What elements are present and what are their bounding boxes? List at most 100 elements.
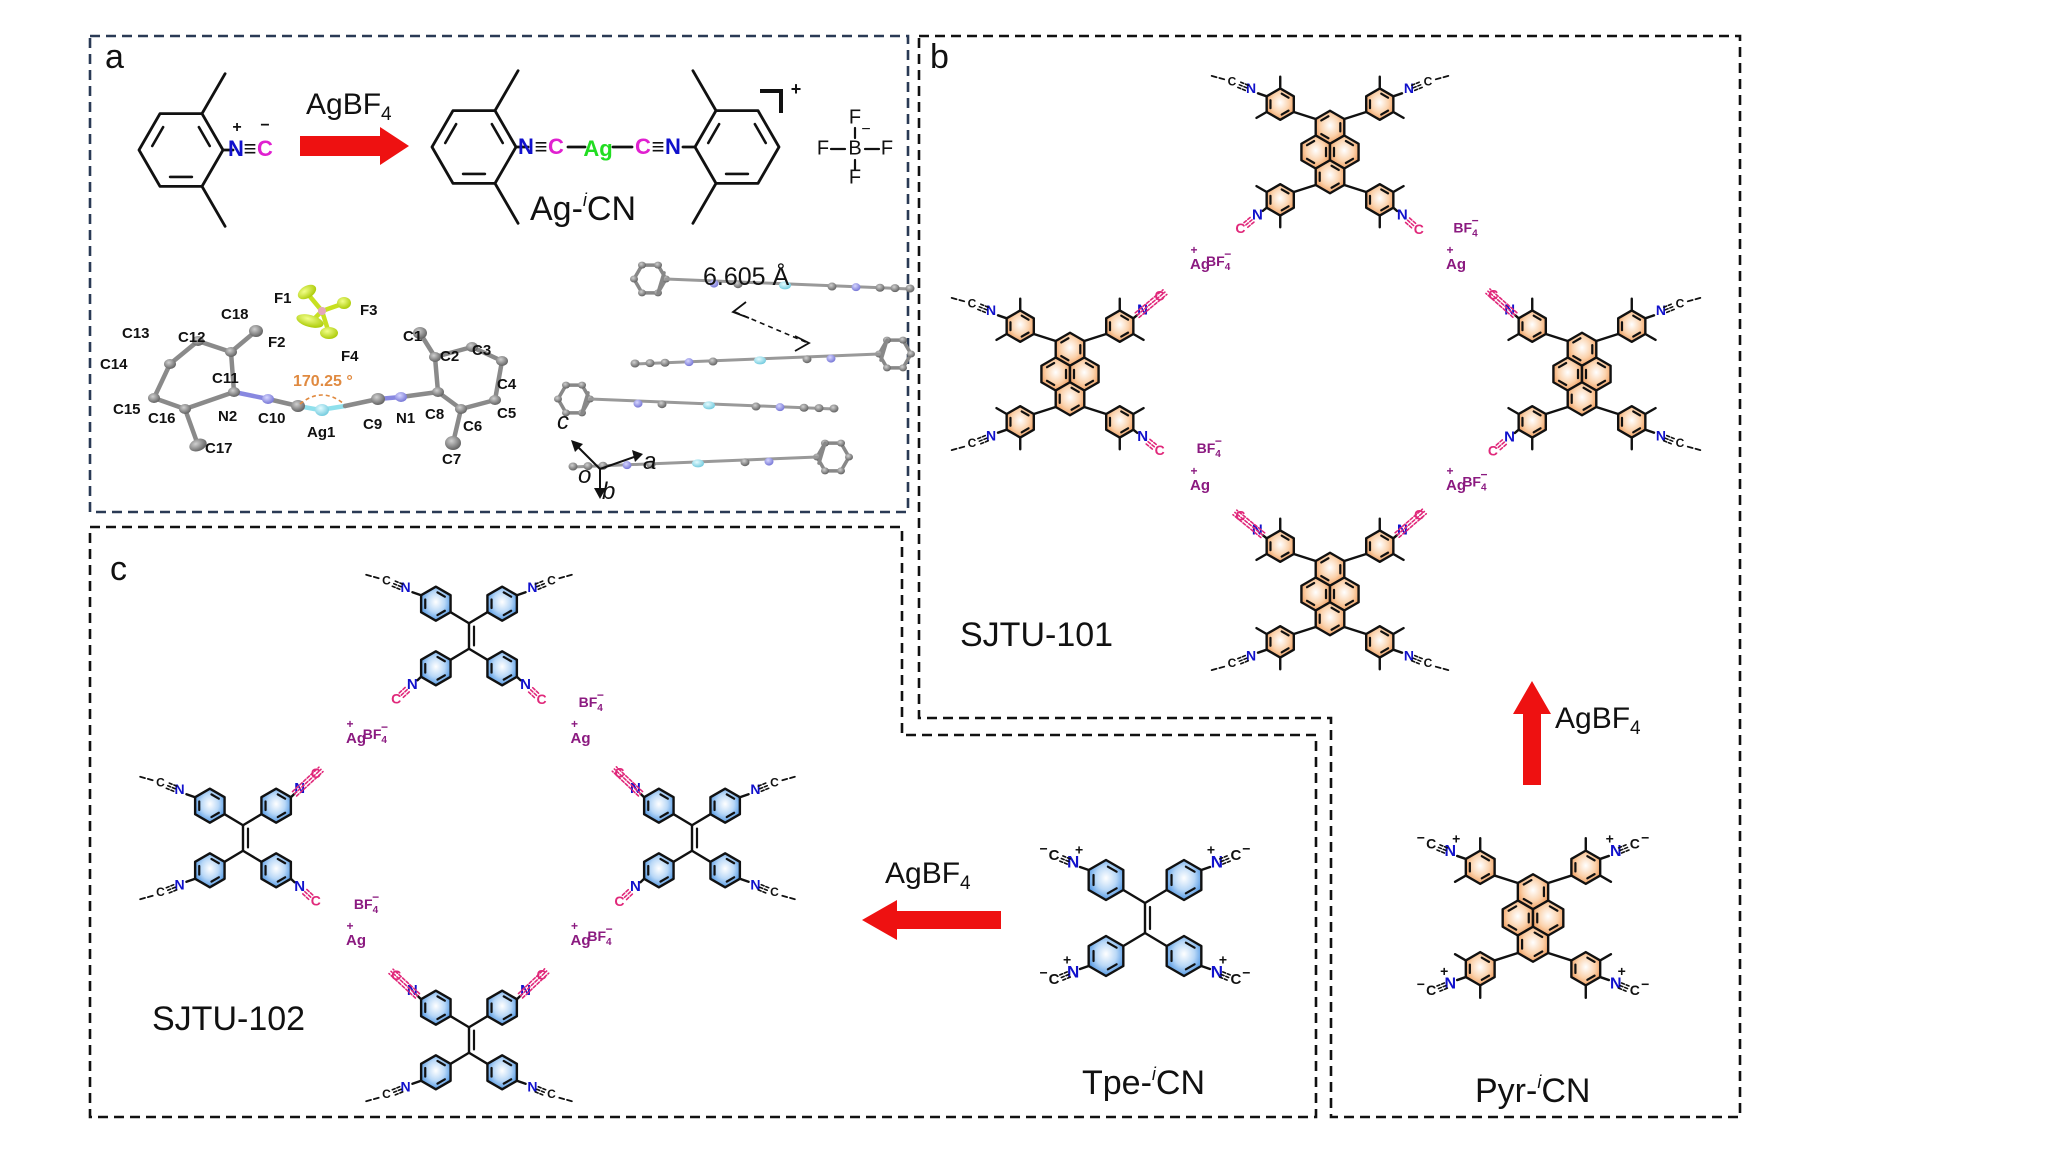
atom-ellipsoid	[496, 356, 508, 366]
bond	[502, 674, 513, 681]
bond	[1292, 552, 1317, 563]
panel-c-label: c	[110, 550, 127, 588]
bond	[1394, 508, 1424, 534]
bond	[1586, 956, 1596, 963]
bond	[995, 332, 1008, 342]
bond	[611, 770, 640, 797]
sjtu-101-label: SJTU-101	[960, 616, 1114, 654]
bond	[1255, 184, 1268, 194]
atom-label: C5	[497, 405, 517, 422]
product-c-right: C	[635, 134, 651, 159]
atom-label: C7	[442, 451, 462, 468]
bond	[1292, 183, 1317, 194]
atom-ellipsoid	[432, 387, 444, 397]
linker-bf4: BF4−	[587, 922, 612, 948]
bond	[1343, 110, 1368, 121]
bond	[1020, 314, 1030, 321]
bond	[1145, 443, 1154, 450]
panel-b-reagent: AgBF4	[1555, 702, 1641, 739]
minus-charge: −	[1242, 841, 1250, 857]
bond	[1280, 205, 1290, 212]
bond	[167, 338, 201, 367]
atom-label: C3	[472, 342, 492, 359]
bond	[1070, 386, 1080, 394]
bond	[1220, 973, 1231, 979]
bond	[276, 811, 287, 819]
atom-ellipsoid	[733, 280, 743, 289]
atom-ellipsoid	[337, 297, 351, 309]
bond	[535, 582, 547, 588]
bond	[1644, 332, 1657, 342]
bond	[1132, 332, 1145, 342]
bond	[515, 994, 522, 1001]
bf4-sub: 4	[1215, 449, 1221, 460]
n-atom: N	[1246, 80, 1256, 96]
bond	[449, 611, 471, 625]
bond	[1134, 289, 1164, 314]
bond	[879, 338, 889, 362]
bond	[758, 784, 770, 790]
bond	[1455, 975, 1468, 982]
bond	[1218, 854, 1230, 860]
linker-n: N	[1252, 206, 1263, 223]
atom-ellipsoid	[799, 403, 809, 412]
atom-ellipsoid	[489, 395, 501, 405]
linker-n: N	[520, 676, 531, 693]
atom-ellipsoid	[562, 381, 570, 389]
bond	[1392, 648, 1404, 654]
linker-c: C	[311, 893, 321, 909]
bond	[390, 1085, 401, 1092]
bond	[1548, 924, 1559, 931]
bond	[1218, 976, 1230, 982]
bond	[1184, 865, 1196, 873]
bond	[210, 857, 220, 865]
product-c-left: C	[548, 134, 564, 159]
bond	[276, 876, 287, 883]
bond	[241, 849, 263, 863]
axis-b-label: b	[602, 478, 616, 505]
bond	[527, 691, 536, 699]
bond	[1380, 109, 1390, 116]
bond	[165, 886, 177, 892]
bond	[1106, 941, 1118, 949]
bond	[182, 389, 237, 412]
bond	[1060, 976, 1072, 982]
bond	[1489, 288, 1518, 314]
axis-a-arrowhead	[632, 450, 643, 462]
bond	[977, 437, 988, 443]
atom-label: C10	[258, 410, 286, 427]
bond	[574, 443, 601, 470]
bond	[223, 813, 245, 827]
product-triple-left: ≡	[535, 134, 548, 159]
atom-label: C12	[178, 329, 206, 346]
product-n-left: N	[518, 134, 534, 159]
linker-c: C	[311, 765, 321, 781]
c-atom: C	[156, 775, 165, 789]
bond	[1380, 630, 1390, 637]
bond	[1292, 110, 1317, 121]
atom-ellipsoid	[645, 359, 655, 368]
bond	[1221, 859, 1233, 865]
atom-ellipsoid	[905, 284, 915, 293]
bf4-sub: 4	[606, 937, 612, 948]
bond	[537, 1085, 548, 1092]
bond	[1344, 581, 1355, 589]
bond	[1644, 406, 1657, 416]
bond	[1412, 657, 1423, 663]
atom-label: F4	[341, 348, 359, 365]
pyr-icn-name: Pyr-iCN	[1475, 1072, 1591, 1110]
atom-label: C13	[122, 325, 150, 342]
bond	[1221, 971, 1233, 977]
bond	[725, 857, 736, 865]
bond	[1507, 406, 1520, 416]
bond	[975, 434, 987, 440]
bond	[1380, 534, 1390, 541]
bond	[691, 69, 718, 113]
bond	[1106, 887, 1118, 895]
bond	[1344, 139, 1355, 147]
bond	[398, 686, 406, 694]
bond	[1453, 953, 1468, 962]
atom-label: C18	[221, 306, 249, 323]
bond	[1662, 302, 1674, 309]
bond	[977, 305, 988, 311]
